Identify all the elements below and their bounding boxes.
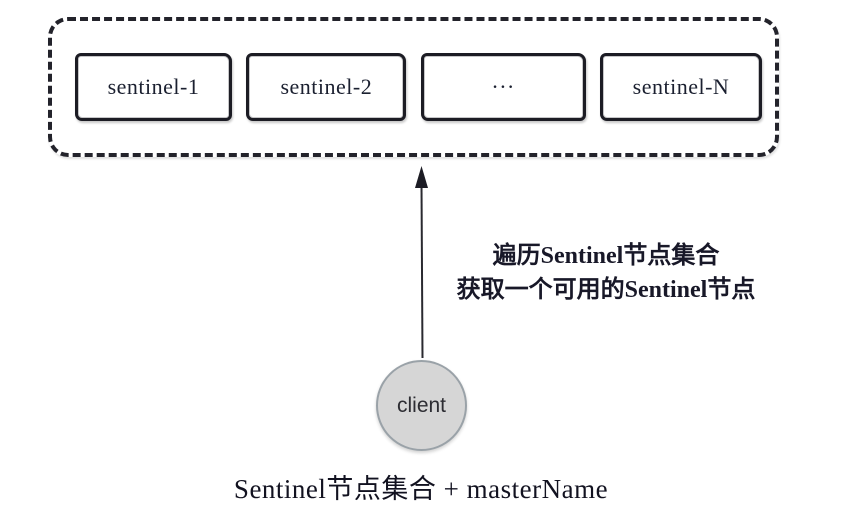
diagram-caption: Sentinel节点集合 + masterName: [233, 474, 609, 504]
arrow-annotation: 遍历Sentinel节点集合 获取一个可用的Sentinel节点: [425, 239, 787, 307]
sentinel-node-box: sentinel-1: [75, 53, 232, 121]
sentinel-node-label: sentinel-2: [280, 74, 373, 99]
sentinel-node-label: sentinel-N: [632, 74, 730, 99]
client-circle: client: [376, 360, 467, 451]
client-label: client: [396, 393, 447, 417]
ellipsis-label: ···: [491, 74, 515, 99]
sentinel-node-box: sentinel-2: [246, 53, 407, 121]
sentinel-node-box: sentinel-N: [599, 53, 762, 121]
up-arrow-icon: [415, 166, 428, 359]
arrow-annotation-line1: 遍历Sentinel节点集合: [492, 243, 720, 269]
sentinel-node-ellipsis-box: ···: [420, 53, 586, 121]
sentinel-node-label: sentinel-1: [107, 74, 200, 99]
arrow-annotation-line2: 获取一个可用的Sentinel节点: [456, 277, 756, 303]
sentinel-group-container: sentinel-1 sentinel-2 ··· sentinel-N: [48, 17, 779, 157]
